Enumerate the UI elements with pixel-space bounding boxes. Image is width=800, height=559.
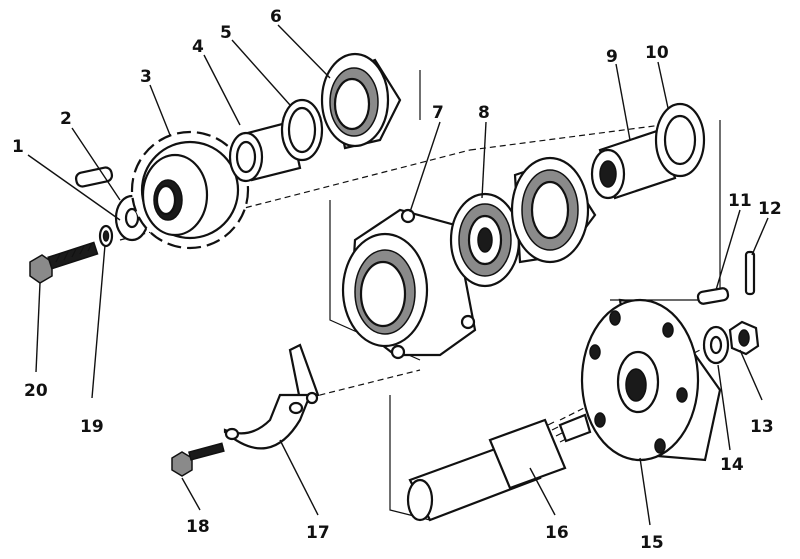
- part-nut-13: [728, 320, 760, 356]
- part-key-11: [696, 287, 730, 305]
- callout-17: 17: [306, 523, 330, 543]
- callout-10: 10: [645, 43, 669, 63]
- callout-8: 8: [478, 103, 490, 123]
- callout-20: 20: [24, 381, 48, 401]
- part-seal-10: [654, 102, 706, 178]
- leader-lines: [27, 24, 769, 526]
- callout-4: 4: [192, 37, 204, 57]
- callout-1: 1: [12, 137, 24, 157]
- part-shaft-16: [406, 413, 592, 522]
- callout-15: 15: [640, 533, 664, 553]
- part-bearing-race: [510, 156, 597, 264]
- part-bolt-20: [29, 241, 99, 284]
- part-bolt-18: [171, 442, 225, 477]
- callout-9: 9: [606, 47, 618, 67]
- callout-13: 13: [750, 417, 774, 437]
- callout-7: 7: [432, 103, 444, 123]
- callout-12: 12: [758, 199, 782, 219]
- part-washer-14: [702, 325, 730, 365]
- part-sprocket-3: [130, 130, 250, 250]
- callout-6: 6: [270, 7, 282, 27]
- part-flange-15: [580, 298, 722, 462]
- part-lock-washer-19: [98, 224, 114, 248]
- callout-16: 16: [545, 523, 569, 543]
- callout-18: 18: [186, 517, 210, 537]
- part-key-2: [74, 166, 114, 188]
- callout-3: 3: [140, 67, 152, 87]
- callout-11: 11: [728, 191, 752, 211]
- part-ring-5: [280, 98, 324, 162]
- callout-2: 2: [60, 109, 72, 129]
- callout-5: 5: [220, 23, 232, 43]
- callout-19: 19: [80, 417, 104, 437]
- part-ball-bearing-8: [449, 192, 521, 288]
- part-bearing-cup-6: [320, 52, 402, 150]
- part-clamp-17: [223, 343, 320, 450]
- callout-labels: 1 2 3 4 5 6 7 8 9 10 11 12 13 14 15 16 1…: [12, 7, 782, 553]
- part-pin-12: [744, 250, 756, 296]
- part-housing-7: [341, 208, 477, 360]
- callout-14: 14: [720, 455, 744, 475]
